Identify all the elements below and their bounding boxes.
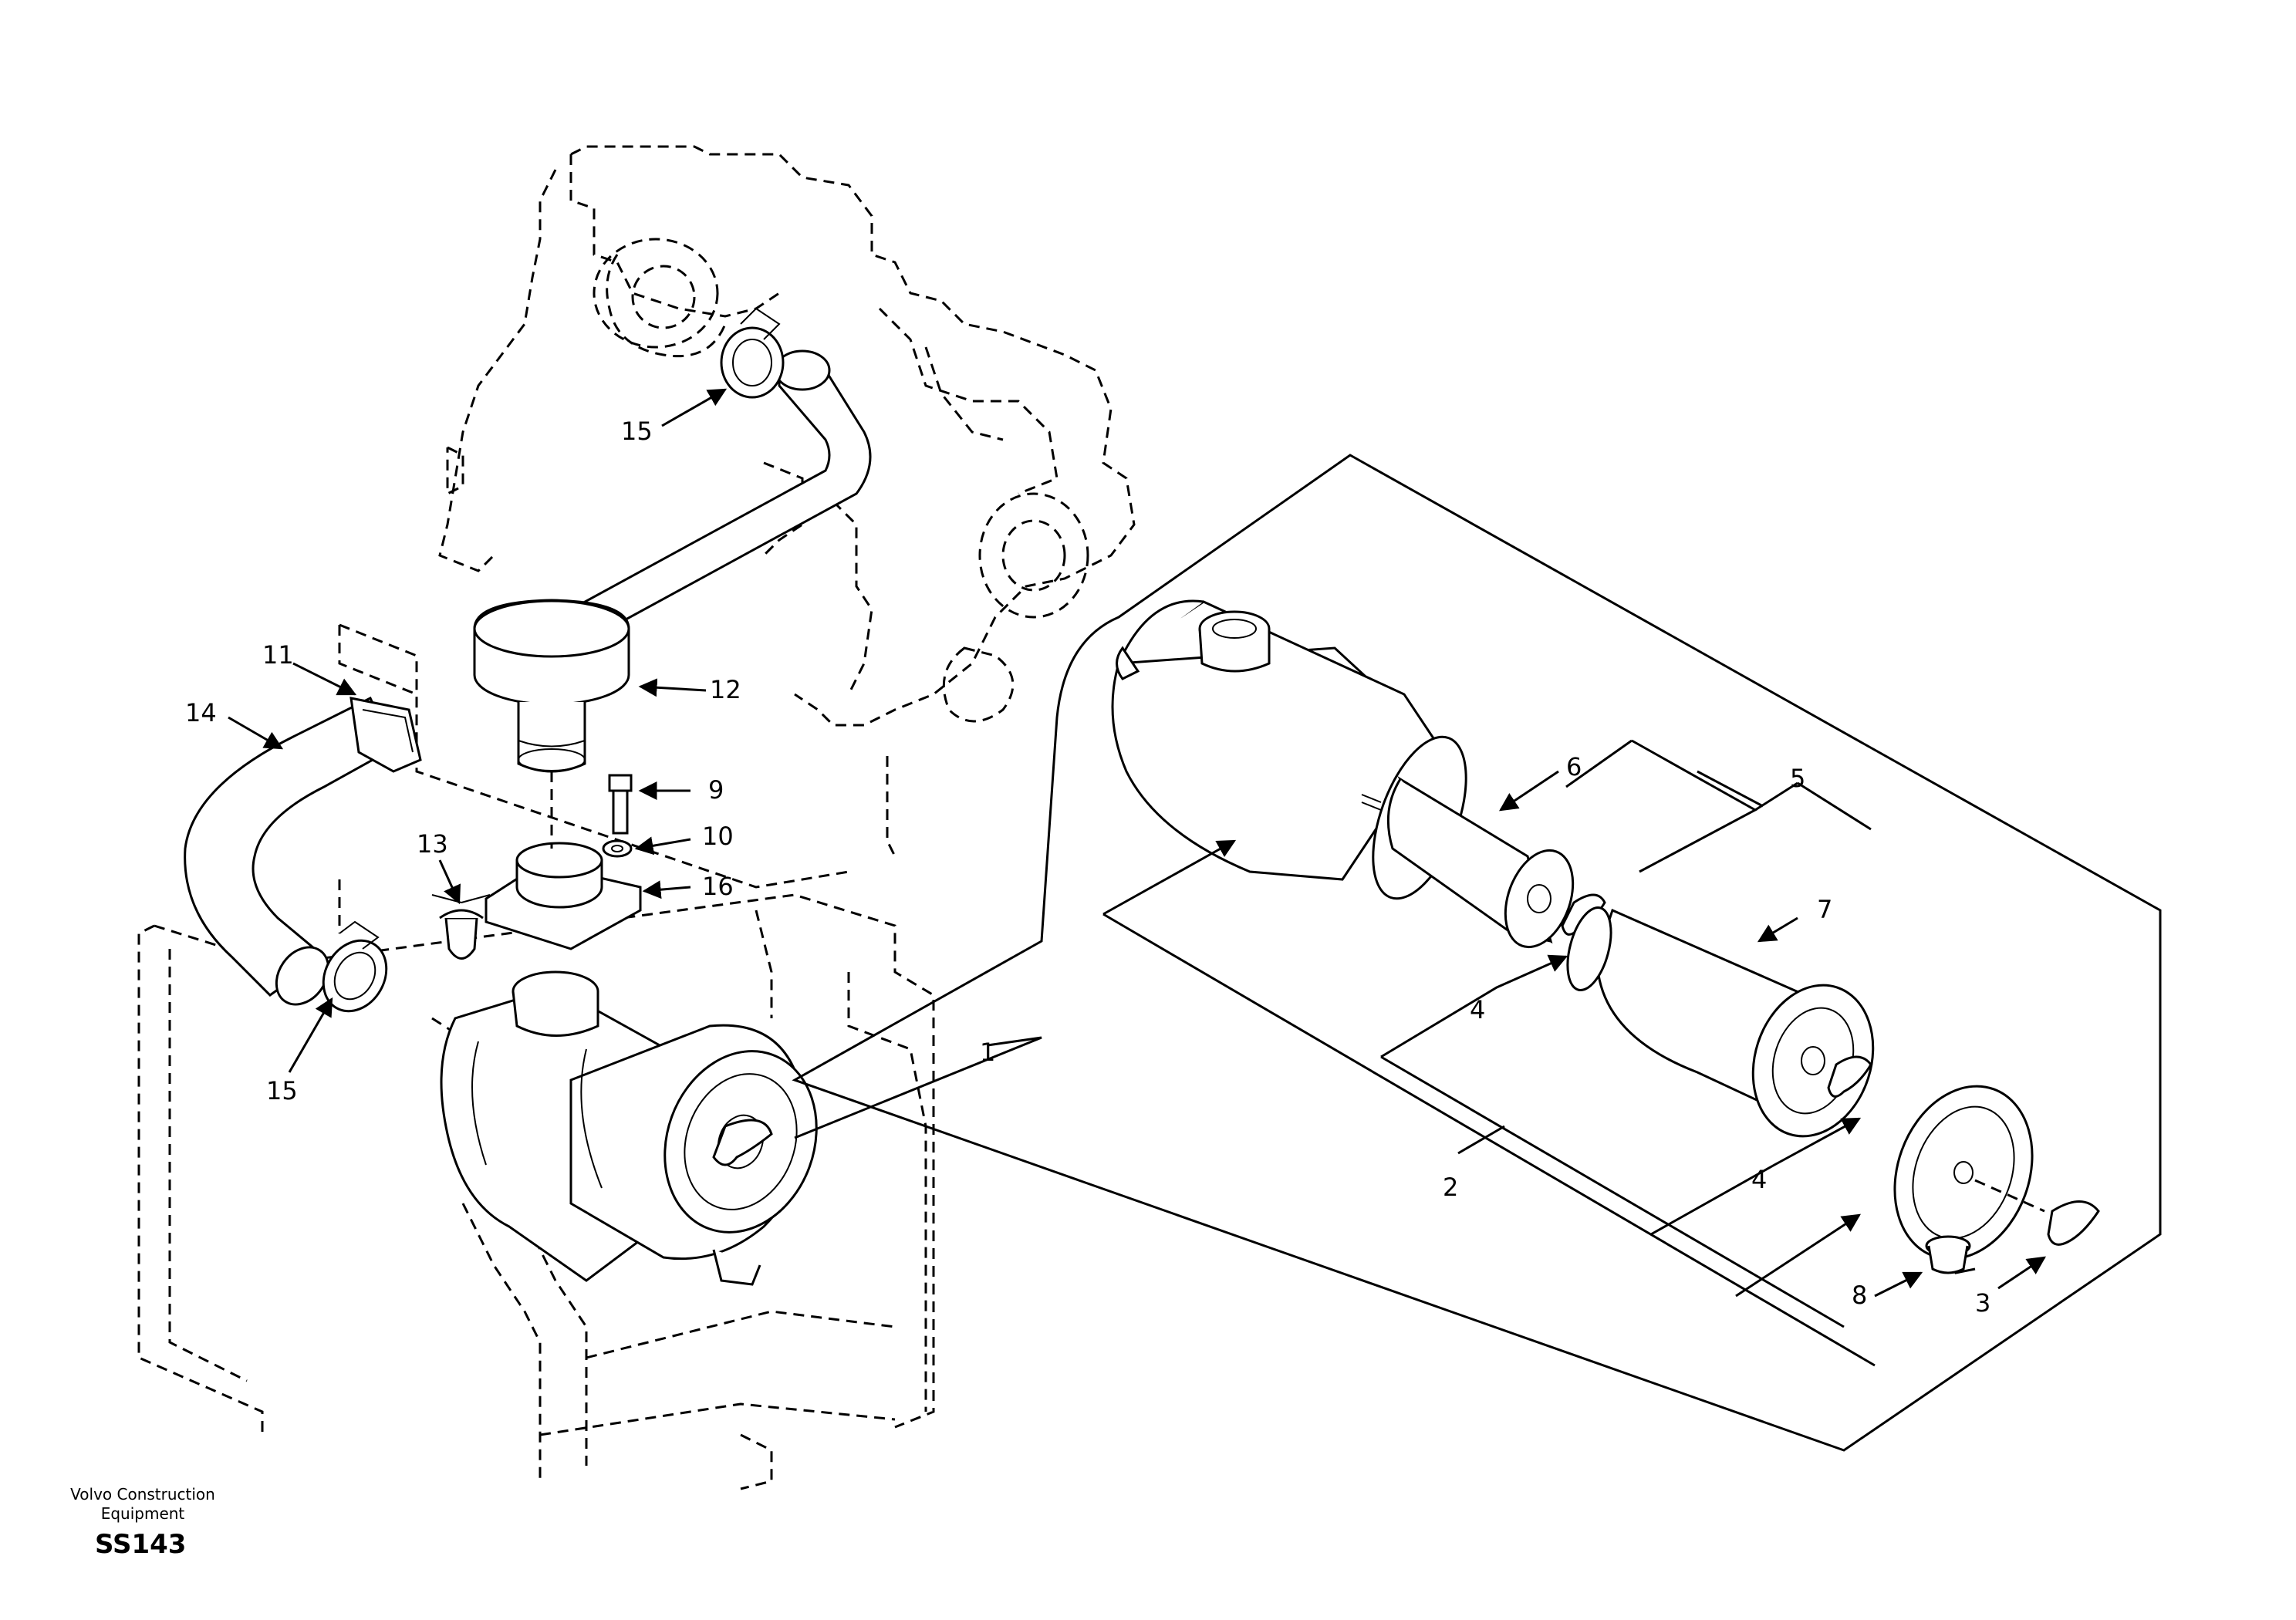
callout-14: 14: [185, 698, 217, 727]
air-filter-assembled: [440, 970, 818, 1286]
callout-6: 6: [1566, 752, 1582, 781]
callout-15-upper: 15: [621, 417, 653, 446]
callout-labels: 1 2 3 4 4 5 6 7 8 9 10 11 12 13 14 15 15…: [185, 417, 1990, 1318]
engine-outline: [438, 145, 1136, 857]
wing-nut: [2047, 1200, 2100, 1246]
callout-11: 11: [262, 640, 294, 670]
washer: [602, 839, 633, 858]
main-filter: [1566, 906, 1875, 1138]
bolt: [608, 774, 633, 835]
callout-16: 16: [702, 872, 734, 901]
filter-housing: [1111, 599, 1467, 900]
callout-2: 2: [1443, 1173, 1458, 1202]
hose-clamp-upper: [720, 307, 785, 399]
callout-3: 3: [1975, 1288, 1990, 1318]
company-name-line2: Equipment: [100, 1504, 185, 1523]
callout-1: 1: [980, 1038, 995, 1067]
pre-cleaner: [473, 599, 630, 773]
safety-filter: [1386, 776, 1606, 949]
leader-lines: [228, 388, 2046, 1367]
callout-12: 12: [710, 675, 741, 704]
callout-9: 9: [708, 775, 724, 805]
vacuator-valve: [431, 894, 491, 960]
callout-13: 13: [417, 829, 448, 859]
hose-clamp-lower: [322, 920, 388, 1013]
drawing-code: SS143: [95, 1529, 187, 1560]
dust-valve: [1925, 1235, 1971, 1274]
elbow-pipe: [184, 696, 422, 1006]
callout-4-upper: 4: [1470, 995, 1485, 1024]
callout-5: 5: [1790, 764, 1805, 793]
adapter-flange: [485, 842, 642, 950]
callout-8: 8: [1852, 1281, 1867, 1310]
callout-15-lower: 15: [266, 1076, 298, 1105]
callout-10: 10: [702, 822, 734, 851]
exploded-view-frame: [792, 454, 2162, 1452]
callout-7: 7: [1817, 895, 1832, 924]
company-name-line1: Volvo Construction: [70, 1485, 215, 1504]
callout-4-lower: 4: [1751, 1165, 1767, 1194]
